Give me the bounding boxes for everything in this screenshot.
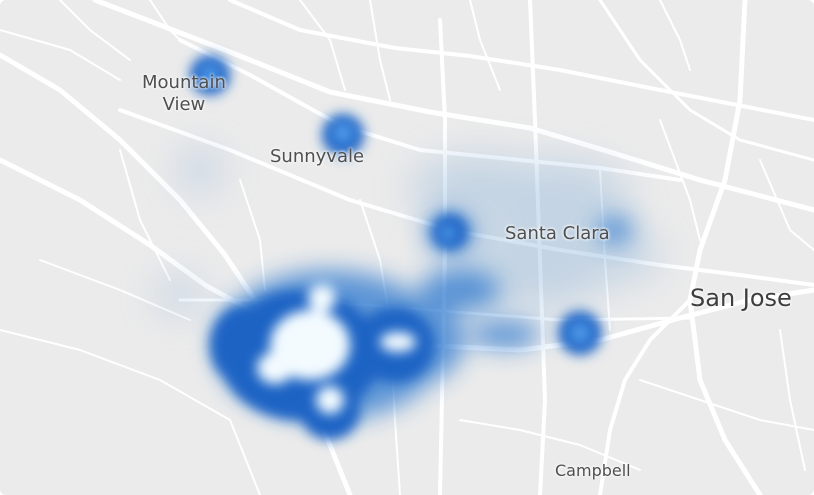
road-highway-17 — [598, 298, 692, 495]
place-label-campbell: Campbell — [555, 461, 631, 480]
road-highway-101 — [92, 0, 814, 213]
place-label-santa-clara: Santa Clara — [505, 223, 610, 244]
road-montague — [598, 0, 814, 162]
road-highway-237 — [228, 0, 814, 122]
place-label-mountain-view: Mountain View — [142, 72, 226, 116]
place-label-mountain-view-line1: Mountain — [142, 72, 226, 93]
place-label-san-jose: San Jose — [690, 284, 792, 312]
place-label-sunnyvale: Sunnyvale — [270, 146, 365, 167]
place-label-mountain-view-line2: View — [162, 94, 206, 115]
road-highway-880 — [687, 0, 763, 495]
